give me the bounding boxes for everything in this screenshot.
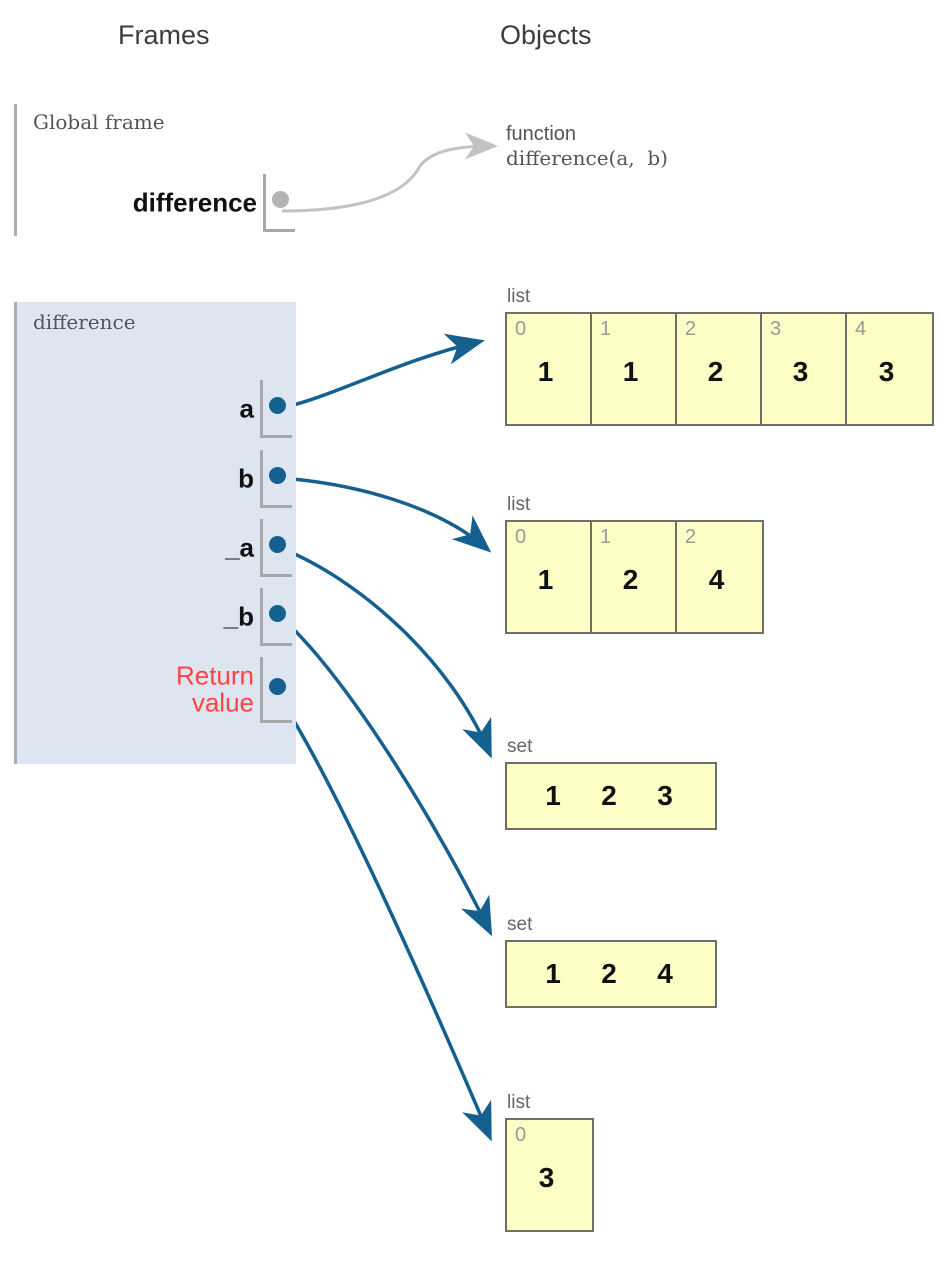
set-value: 1 <box>545 958 561 989</box>
global-frame-title: Global frame <box>33 110 165 134</box>
arrow-b-to-list2 <box>280 476 492 553</box>
list-cell-index: 1 <box>600 318 612 340</box>
global-variable-difference[interactable]: difference <box>17 172 299 234</box>
list-cell-value: 3 <box>878 356 895 387</box>
object-set-2: set 1 2 4 <box>505 914 717 1008</box>
arrow-underscore-b-to-set2 <box>279 615 493 937</box>
frame-variable-a-slot <box>260 380 292 438</box>
object-list-3-type-label: list <box>507 1092 531 1113</box>
set-value: 4 <box>657 958 673 989</box>
return-value-line2: value <box>191 687 254 717</box>
pointer-dot-icon <box>272 191 289 208</box>
list-cell: 3 3 <box>762 314 847 424</box>
stack-frame-title: difference <box>33 310 136 334</box>
list-cell-index: 3 <box>770 318 782 340</box>
list-cell-value: 1 <box>622 356 639 387</box>
list-cell-value: 1 <box>537 356 554 387</box>
list-cell: 0 1 <box>507 314 592 424</box>
object-list-3-cells: 0 3 <box>505 1118 594 1232</box>
object-list-1-type-label: list <box>507 286 531 307</box>
list-cell: 1 2 <box>592 522 677 632</box>
global-variable-difference-label: difference <box>132 187 257 218</box>
object-function-difference: function difference(a, b) <box>506 122 906 171</box>
object-set-2-type-label: set <box>507 914 533 935</box>
list-cell-index: 2 <box>685 526 697 548</box>
frame-variable-b-slot <box>260 450 292 508</box>
set-value: 3 <box>657 780 673 811</box>
list-cell-value: 2 <box>622 564 639 595</box>
object-set-1-type-label: set <box>507 736 533 757</box>
global-frame: Global frame difference <box>14 104 296 236</box>
object-set-2-values: 1 2 4 <box>505 940 717 1008</box>
list-cell-index: 4 <box>855 318 867 340</box>
object-list-2-type-label: list <box>507 494 531 515</box>
pointer-dot-icon <box>269 536 286 553</box>
set-value: 2 <box>601 780 617 811</box>
arrow-underscore-a-to-set1 <box>280 546 492 759</box>
frame-variable-b-label: b <box>238 463 254 494</box>
return-value-line1: Return <box>175 660 254 691</box>
list-cell: 2 4 <box>677 522 762 632</box>
frame-return-value-slot <box>260 657 292 723</box>
list-cell-index: 1 <box>600 526 612 548</box>
pointer-dot-icon <box>269 605 286 622</box>
frame-variable-underscore-b-slot <box>260 588 292 646</box>
frame-variable-underscore-a-label: _a <box>225 532 254 563</box>
list-cell-value: 3 <box>538 1162 555 1193</box>
pointer-dot-icon <box>269 467 286 484</box>
object-list-2: list 0 1 1 2 2 4 <box>505 494 764 634</box>
frames-column-heading: Frames <box>118 20 210 50</box>
list-cell-value: 1 <box>537 564 554 595</box>
function-signature: difference(a, b) <box>506 146 668 171</box>
set-value: 1 <box>545 780 561 811</box>
frame-variable-underscore-b[interactable]: _b <box>17 586 296 648</box>
frame-variable-underscore-a[interactable]: _a <box>17 517 296 579</box>
object-set-1-values: 1 2 3 <box>505 762 717 830</box>
list-cell: 0 3 <box>507 1120 592 1230</box>
arrow-return-value-to-list3 <box>279 699 492 1142</box>
list-cell-index: 0 <box>515 526 527 548</box>
object-list-1-cells: 0 1 1 1 2 2 3 3 4 3 <box>505 312 934 426</box>
object-list-1: list 0 1 1 1 2 2 3 3 4 3 <box>505 286 934 426</box>
list-cell-index: 0 <box>515 1124 527 1146</box>
list-cell-value: 4 <box>708 564 725 595</box>
list-cell-index: 0 <box>515 318 527 340</box>
list-cell: 1 1 <box>592 314 677 424</box>
function-kind-label: function <box>506 123 577 145</box>
arrow-a-to-list1 <box>280 333 485 410</box>
frame-variable-b[interactable]: b <box>17 448 296 510</box>
list-cell-value: 3 <box>792 356 809 387</box>
object-list-3: list 0 3 <box>505 1092 594 1232</box>
object-set-1: set 1 2 3 <box>505 736 717 830</box>
frame-variable-a-label: a <box>239 393 254 424</box>
list-cell: 4 3 <box>847 314 932 424</box>
set-value: 2 <box>601 958 617 989</box>
global-variable-difference-slot <box>263 174 295 232</box>
frame-variable-underscore-a-slot <box>260 519 292 577</box>
list-cell: 2 2 <box>677 314 762 424</box>
list-cell-index: 2 <box>685 318 697 340</box>
objects-column-heading: Objects <box>500 20 592 50</box>
pointer-dot-icon <box>269 678 286 695</box>
list-cell-value: 2 <box>707 356 724 387</box>
arrow-global-difference-to-function <box>281 132 498 213</box>
frame-variable-a[interactable]: a <box>17 378 296 440</box>
frame-variable-underscore-b-label: _b <box>223 601 254 632</box>
pointer-dot-icon <box>269 397 286 414</box>
object-list-2-cells: 0 1 1 2 2 4 <box>505 520 764 634</box>
list-cell: 0 1 <box>507 522 592 632</box>
